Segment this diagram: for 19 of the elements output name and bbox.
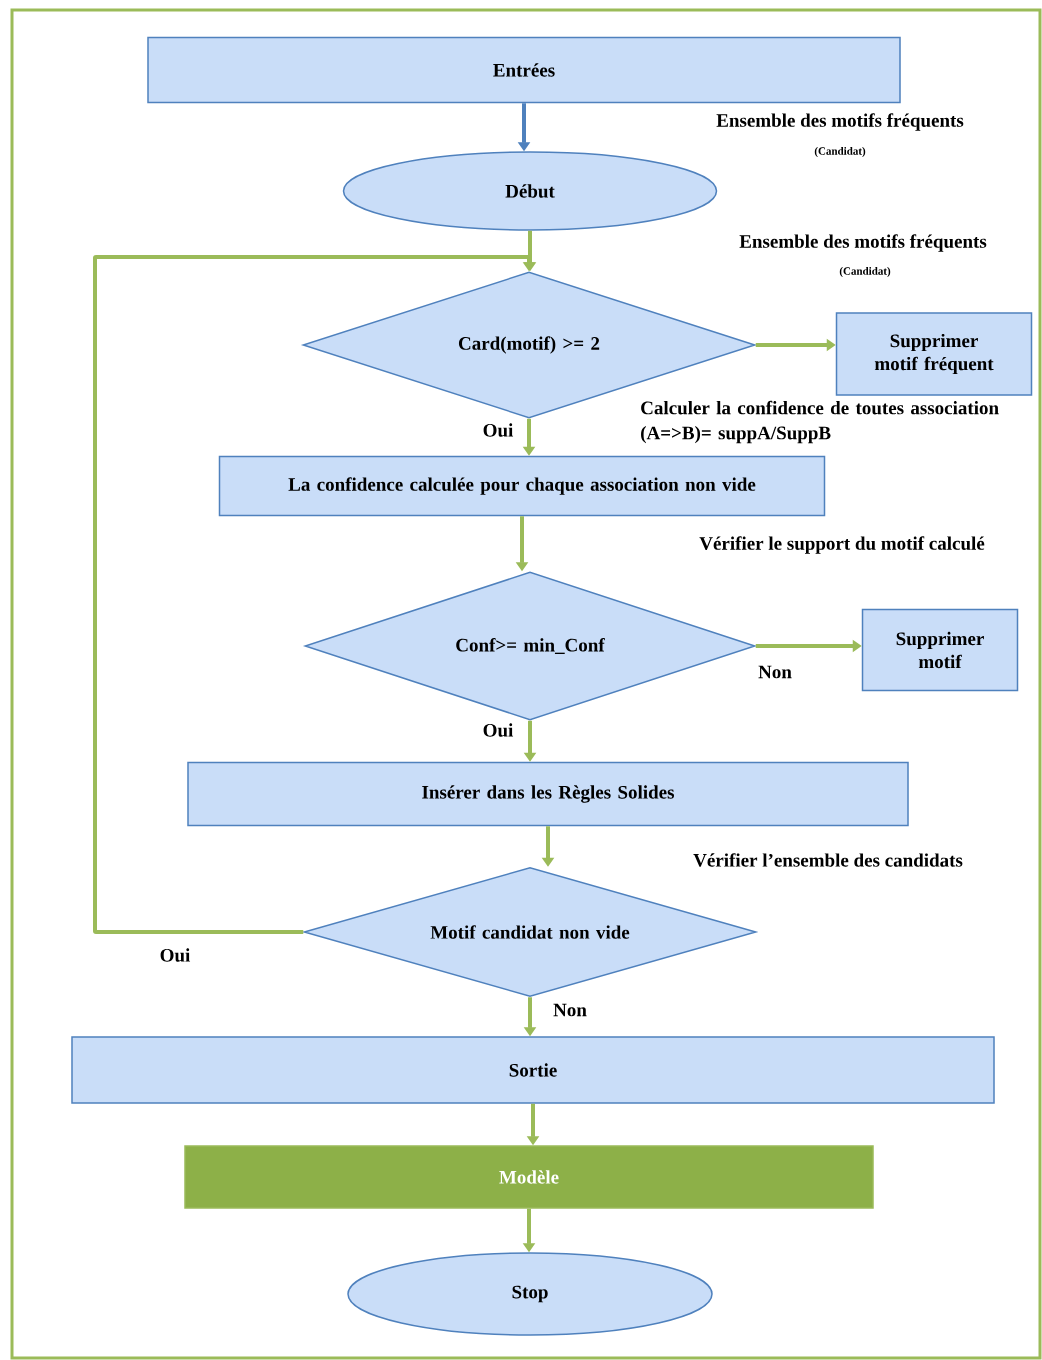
note-text: (Candidat)	[839, 267, 891, 277]
process-box: Supprimer motif	[861, 608, 1019, 692]
output-box: Modèle	[184, 1145, 874, 1209]
note-text: Ensemble des motifs fréquents	[716, 113, 964, 131]
edge-label: Oui	[481, 722, 515, 738]
edge-label: Non	[757, 664, 793, 680]
note-text: Vérifier l’ensemble des candidats	[693, 853, 963, 867]
edge-label: Oui	[158, 947, 192, 963]
process-box: Supprimer motif fréquent	[835, 312, 1033, 396]
process-box: La confidence calculée pour chaque association non vide	[218, 455, 826, 517]
process-box: Entrées	[147, 36, 901, 104]
note-text: Ensemble des motifs fréquents	[739, 234, 987, 252]
edge-label: Non	[552, 1002, 588, 1018]
process-box: Sortie	[71, 1036, 995, 1104]
edge-label: Oui	[481, 422, 515, 438]
note-text: (Candidat)	[814, 147, 866, 157]
note-text: Vérifier le support du motif calculé	[699, 536, 985, 554]
arrow	[93, 255, 536, 934]
process-box: Insérer dans les Règles Solides	[187, 761, 909, 827]
